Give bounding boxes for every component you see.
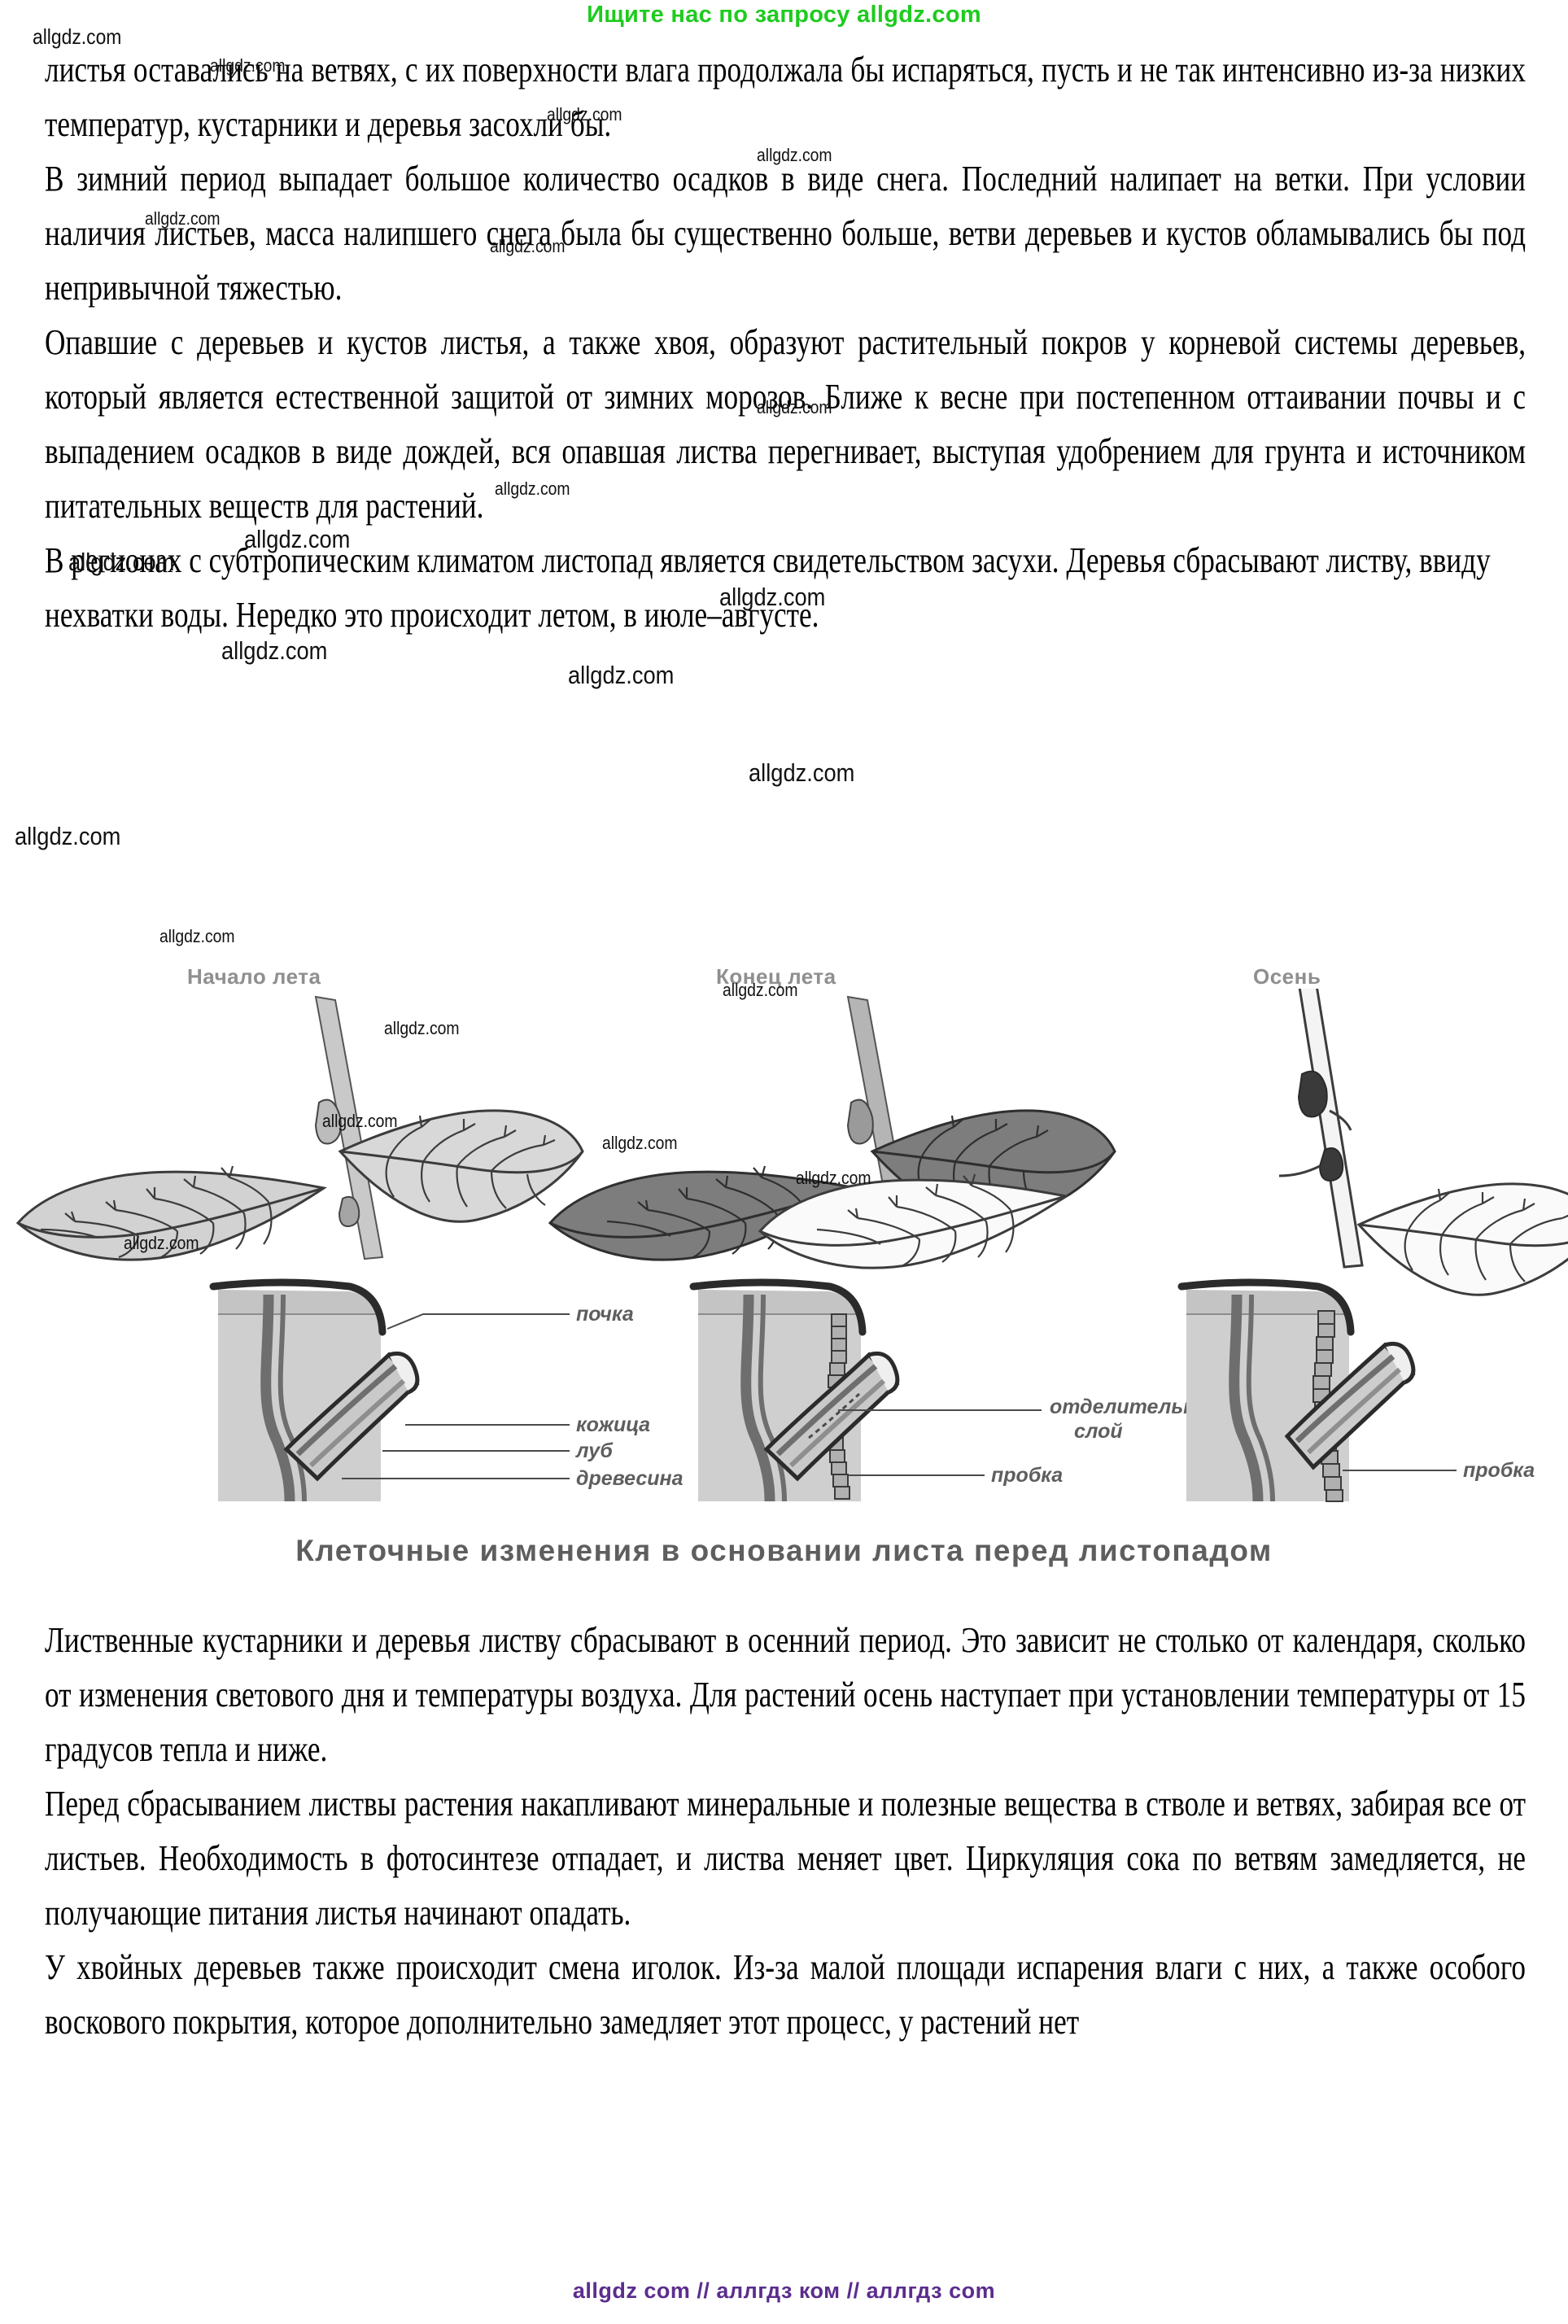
panel-autumn <box>758 989 1568 1296</box>
part-label-lub: луб <box>575 1439 614 1462</box>
paragraph: В регионах с субтропическим климатом лис… <box>45 540 1491 635</box>
figure-leaf-abscission: Начало лета Конец лета Осень <box>0 964 1568 1697</box>
body-text-bottom: Лиственные кустарники и деревья листву с… <box>45 1613 1526 2049</box>
watermark: allgdz.com <box>159 926 235 946</box>
figure-season-label-early-summer: Начало лета <box>187 964 321 989</box>
paragraph: Лиственные кустарники и деревья листву с… <box>45 1620 1526 1769</box>
figure-season-label-autumn: Осень <box>1253 964 1321 989</box>
paragraph: У хвойных деревьев также происходит смен… <box>45 1947 1526 2042</box>
figure-bottom-row: почка кожица луб древесина <box>209 1278 1535 1502</box>
paragraph: В зимний период выпадает большое количес… <box>45 159 1526 308</box>
part-label-probka-mid: пробка <box>991 1464 1063 1487</box>
watermark: allgdz.com <box>568 661 675 689</box>
figure-caption: Клеточные изменения в основании листа пе… <box>295 1534 1273 1567</box>
cross-section-early-summer: почка кожица луб древесина <box>209 1278 684 1502</box>
cross-section-late-summer: отделительный слой пробка <box>689 1278 1225 1502</box>
panel-early-summer <box>15 995 584 1261</box>
part-label-kozhitsa: кожица <box>576 1413 650 1436</box>
part-label-otdelitelny-sloy-line2: слой <box>1074 1420 1123 1443</box>
paragraph: Опавшие с деревьев и кустов листья, а та… <box>45 322 1526 526</box>
promo-banner: Ищите нас по запросу allgdz.com <box>587 2 981 28</box>
body-text-top: листья оставались на ветвях, с их поверх… <box>45 42 1526 642</box>
paragraph: Перед сбрасыванием листвы растения накап… <box>45 1784 1526 1933</box>
part-label-pochka: почка <box>576 1303 634 1326</box>
watermark: allgdz.com <box>749 758 855 787</box>
figure-season-label-late-summer: Конец лета <box>716 964 836 989</box>
footer-branding: allgdz com // аллгдз ком // аллгдз com <box>572 2278 996 2303</box>
paragraph: листья оставались на ветвях, с их поверх… <box>45 50 1526 144</box>
figure-top-row <box>15 989 1568 1296</box>
part-label-drevesina: древесина <box>576 1467 684 1490</box>
cross-section-autumn: пробка <box>1177 1278 1535 1502</box>
watermark: allgdz.com <box>15 822 121 850</box>
part-label-probka-right: пробка <box>1463 1459 1535 1482</box>
